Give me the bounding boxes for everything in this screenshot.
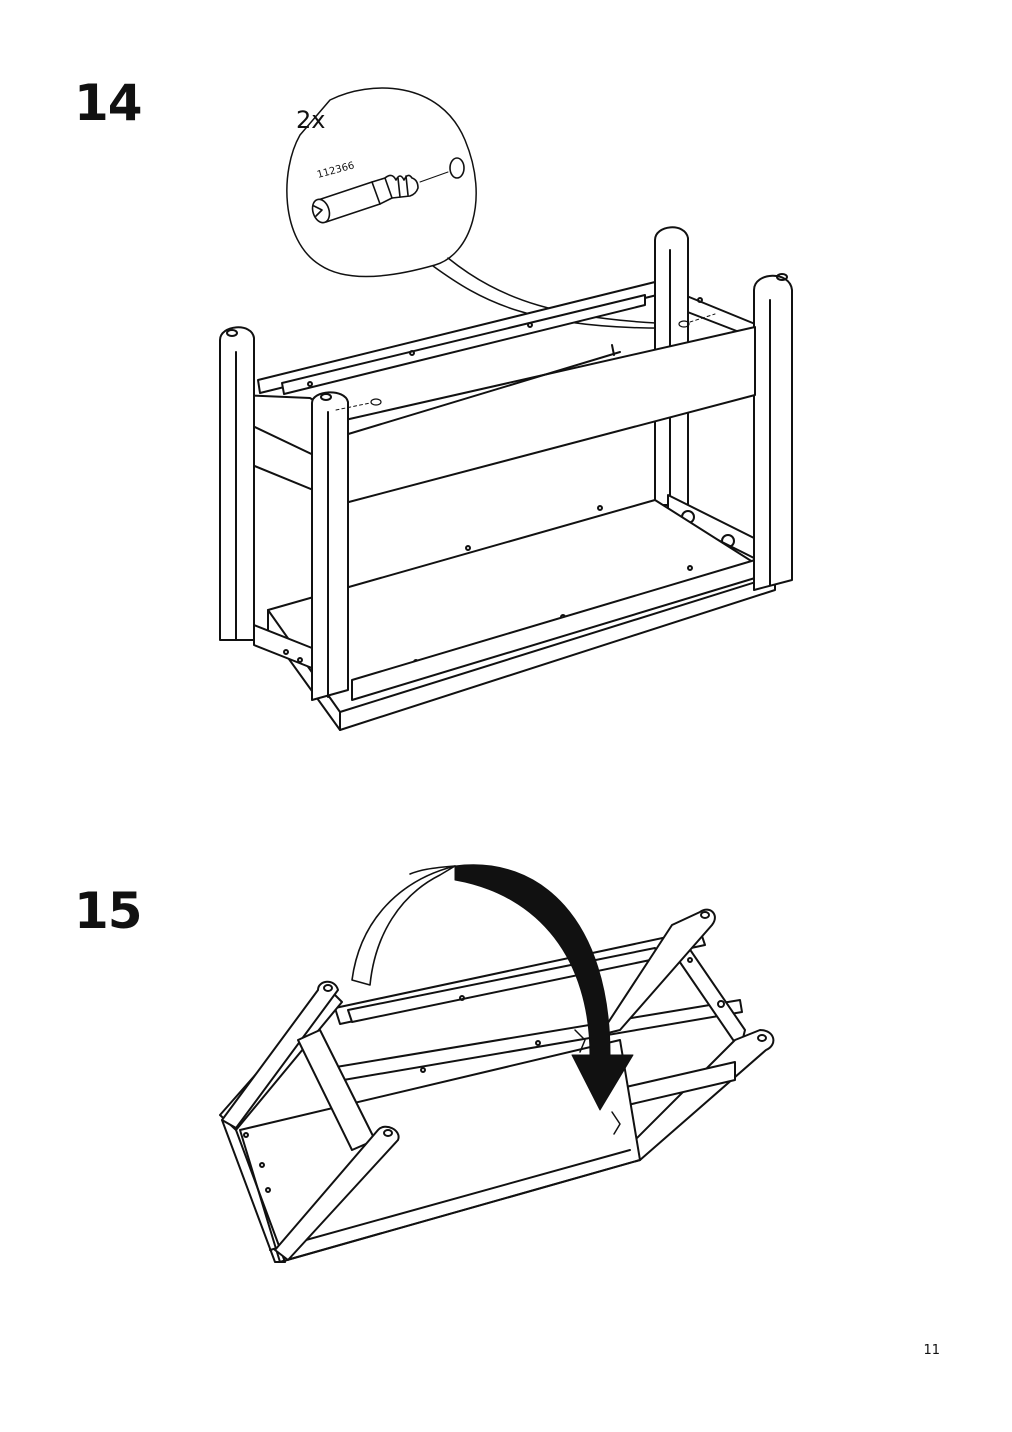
- rotation-arrow-outline: [351, 865, 456, 986]
- step-15-number: 15: [74, 882, 143, 940]
- dowel-icon: [311, 174, 419, 224]
- quantity-label: 2x: [296, 106, 325, 134]
- dowel-hole-icon: [449, 157, 465, 179]
- bench-frame-step-14: [219, 226, 793, 731]
- page-number: 11: [923, 1343, 940, 1358]
- step-14-number: 14: [74, 74, 143, 132]
- step-14-illustration: 2x 112366: [219, 87, 793, 731]
- step-15-illustration: [219, 864, 775, 1263]
- detail-callout: [286, 87, 679, 329]
- bench-frame-step-15: [219, 908, 775, 1263]
- rotation-arrow-icon: [454, 864, 634, 1111]
